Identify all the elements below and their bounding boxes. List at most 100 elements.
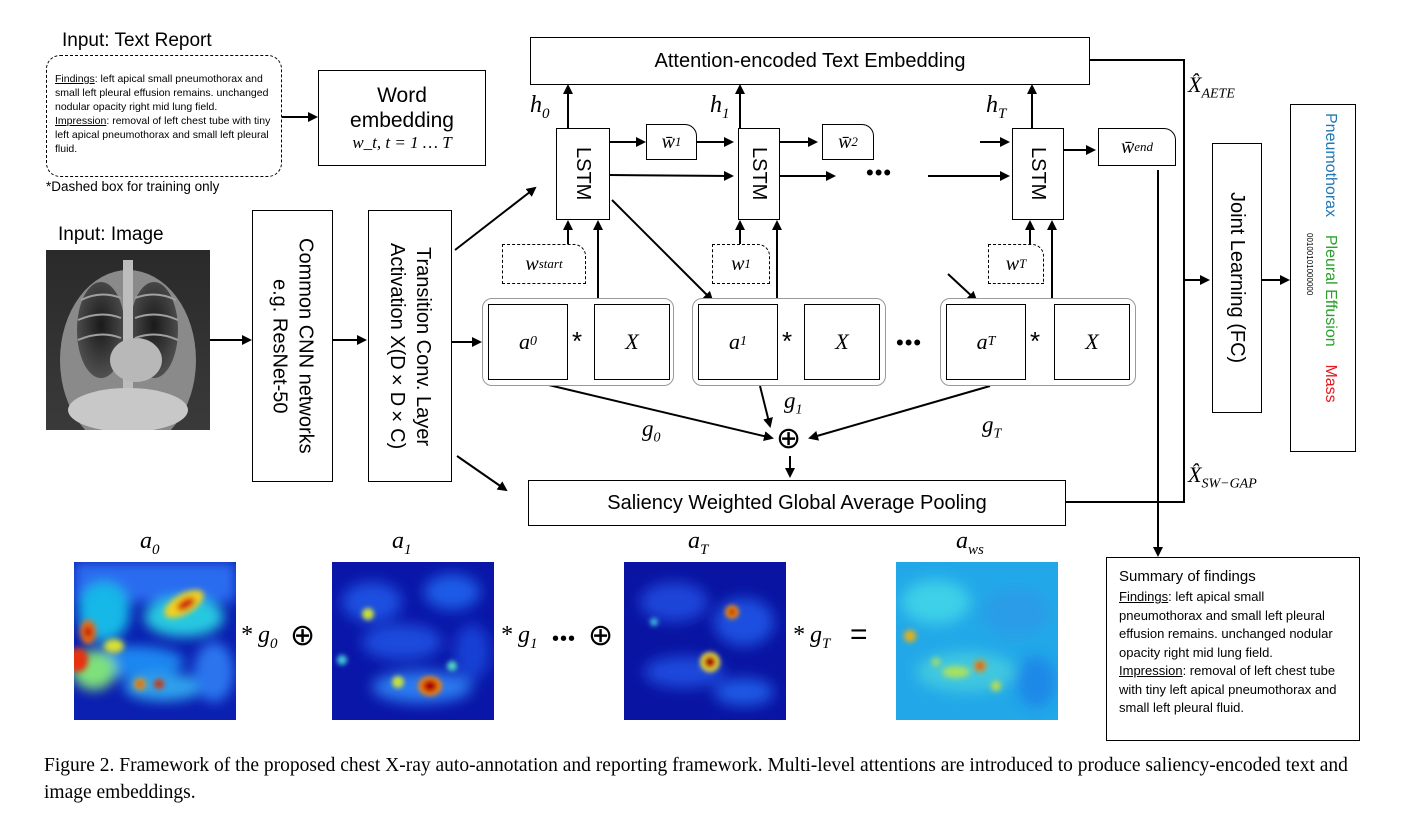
heatmap-label-1: a1 [392,528,412,559]
heatmap-label-t: aT [688,528,708,559]
attention-map-1-a: a [729,329,740,354]
figure-caption: Figure 2. Framework of the proposed ches… [44,755,1348,803]
label-pneumothorax: Pneumothorax [1322,113,1339,218]
output-labels-box: Pneumothorax Pleural Effusion Mass 00100… [1290,104,1356,452]
dashed-input-t-w: w [1005,252,1020,275]
heatmap-label-1-a: a [392,528,404,554]
lstm-0-label: LSTM [572,147,594,201]
mult-op-t: * [1030,326,1041,356]
wbar-end-sub: end [1134,139,1154,154]
dashed-input-start-sub: start [538,256,563,271]
bottom-op-3-main: * g [792,622,822,648]
aete-box: Attention-encoded Text Embedding [530,37,1090,85]
input-text-title: Input: Text Report [62,30,212,51]
wbar-1-w: w̄ [661,130,675,153]
lstm-t: LSTM [1012,128,1064,220]
report-findings-text: : left apical small pneumothorax and sma… [55,73,269,113]
heatmap-label-0: a0 [140,528,160,559]
wbar-2-w: w̄ [838,130,852,153]
heatmap-at [624,562,786,720]
lstm-0: LSTM [556,128,610,220]
word-embedding-line1: Word [377,84,427,107]
word-embedding-box: Word embedding w_t, t = 1 … T [318,70,486,166]
report-impression-label: Impression [55,115,107,127]
dashed-input-start-w: w [525,252,539,275]
gate-0-sub: 0 [653,430,661,446]
gate-1: g1 [784,388,803,419]
ellipsis-top: ••• [866,160,893,185]
lstm-1: LSTM [738,128,780,220]
attention-map-t-a: a [976,329,988,354]
heatmap-label-t-a: a [688,528,700,554]
dashed-input-1-sub: 1 [744,256,751,271]
text-report-box: Findings: left apical small pneumothorax… [46,55,282,177]
bottom-op-1-main: * g [240,622,270,648]
output-bits: 00100101000000 [1305,233,1314,296]
aete-symbol-main: X̂ [1188,72,1202,97]
attention-map-t-sub: T [987,334,996,349]
hidden-t-sub: T [998,105,1007,122]
heatmap-label-ws-a: a [956,528,968,554]
bottom-op-1: * g0 [240,622,278,653]
hidden-0-h: h [530,92,542,118]
bottom-op-3-sub: T [822,635,831,652]
summary-findings-label: Findings [1119,589,1169,604]
swgap-symbol: X̂SW−GAP [1188,462,1257,492]
joint-learning-box: Joint Learning (FC) [1212,143,1262,413]
bottom-equals: = [850,618,868,651]
word-embedding-line2: embedding [350,109,454,132]
output-labels: Pneumothorax Pleural Effusion Mass [1321,113,1339,403]
dashed-note: *Dashed box for training only [46,179,220,194]
hidden-t-h: h [986,92,998,118]
gate-t-g: g [982,412,994,437]
heatmap-a1 [332,562,494,720]
heatmap-label-ws-sub: ws [968,541,984,558]
gate-t: gT [982,412,1001,443]
ellipsis-mid: ••• [896,330,923,355]
summary-box: Summary of findings Findings: left apica… [1106,557,1360,741]
label-pleural-effusion: Pleural Effusion [1322,234,1339,347]
gate-1-g: g [784,388,796,413]
attention-map-0-a: a [519,329,530,354]
summary-title: Summary of findings [1119,568,1256,585]
wbar-2: w̄2 [822,124,874,160]
wbar-2-sub: 2 [851,134,858,149]
feature-map-1: X [804,304,880,380]
hidden-1: h1 [710,92,730,123]
dashed-input-1-w: w [731,252,745,275]
lstm-1-label: LSTM [748,147,770,201]
bottom-ellipsis: ••• [552,628,577,650]
chest-xray-image [46,250,210,430]
wbar-1: w̄1 [646,124,697,160]
report-impression-text: : removal of left chest tube with tiny l… [55,115,271,155]
swgap-symbol-sub: SW−GAP [1201,476,1257,492]
wbar-end: w̄end [1098,128,1176,166]
heatmap-aws [896,562,1058,720]
oplus-symbol: ⊕ [776,422,802,455]
gate-1-sub: 1 [795,402,803,418]
report-findings-label: Findings [55,73,95,85]
swgap-symbol-main: X̂ [1188,462,1202,487]
hidden-t: hT [986,92,1006,123]
transition-line2: Activation X(D×D×C) [386,242,408,450]
heatmap-label-1-sub: 1 [404,541,412,558]
bottom-op-2-sub: 1 [530,635,538,652]
gate-0-g: g [642,416,654,441]
gate-0: g0 [642,416,661,447]
heatmap-label-0-a: a [140,528,152,554]
feature-map-0: X [594,304,670,380]
joint-learning-label: Joint Learning (FC) [1226,192,1248,364]
feature-map-t: X [1054,304,1130,380]
summary-findings-text: : left apical small pneumothorax and sma… [1119,589,1333,660]
mult-op-0: * [572,326,583,356]
dashed-input-t-sub: T [1019,256,1027,271]
heatmap-label-ws: aws [956,528,984,559]
